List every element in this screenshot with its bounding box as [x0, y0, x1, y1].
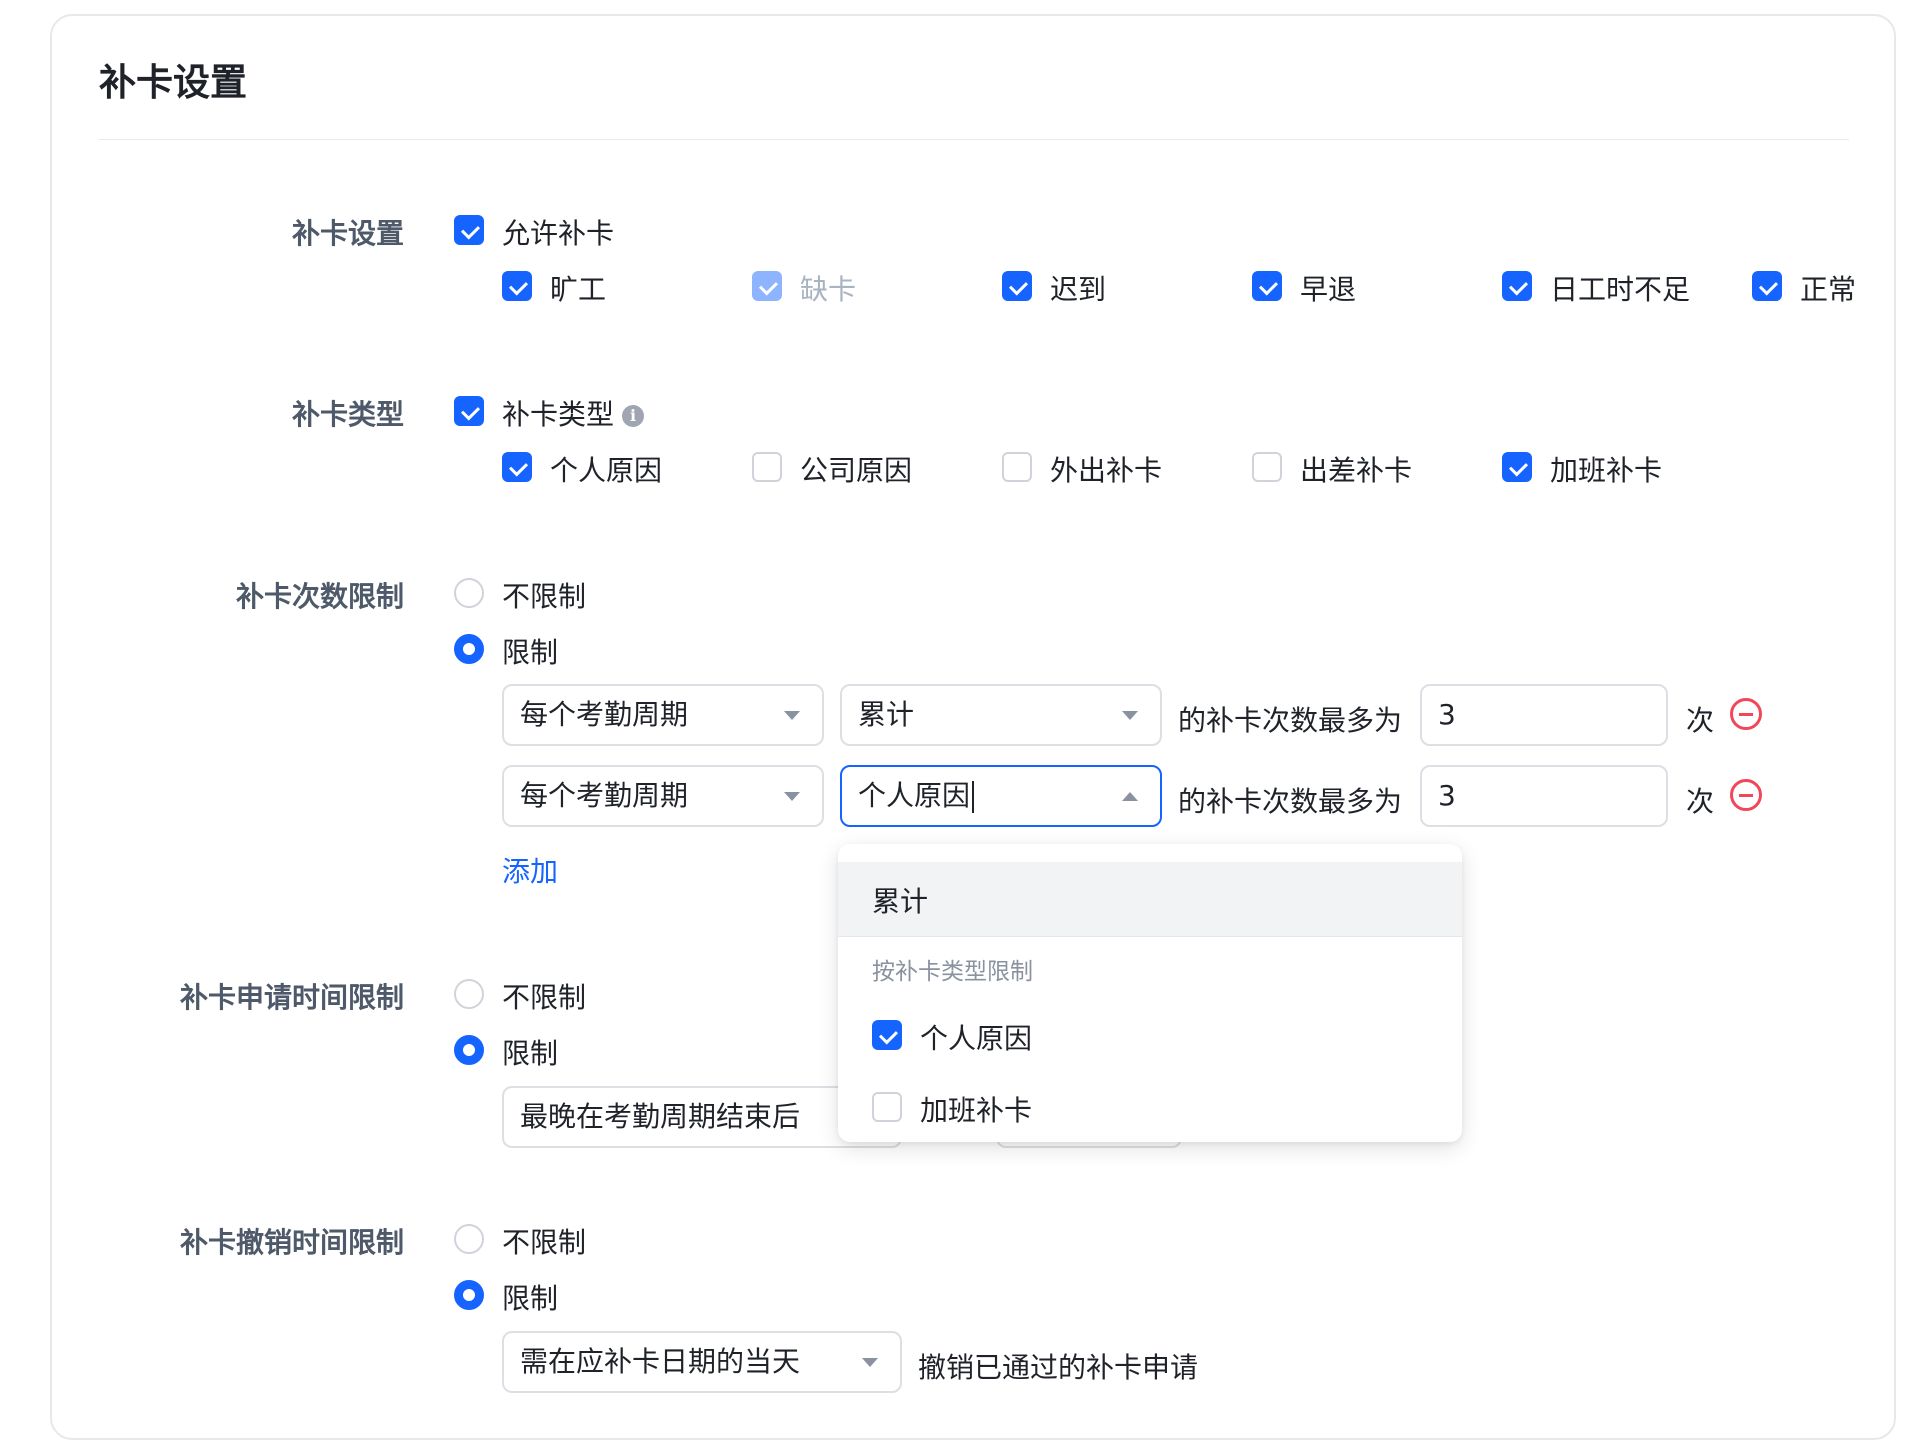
rule1-count-input[interactable]: 3	[1420, 684, 1668, 746]
revoke-limit-radio-limited[interactable]	[454, 1280, 484, 1310]
chevron-down-icon	[784, 792, 800, 801]
count-limit-radio-unlimited[interactable]	[454, 578, 484, 608]
option-outing: 外出补卡	[1050, 454, 1163, 487]
section-label-count-limit: 补卡次数限制	[235, 580, 404, 613]
rule1-period-value: 每个考勤周期	[520, 698, 689, 731]
chevron-down-icon	[862, 1358, 878, 1367]
apply-limit-limited-label: 限制	[502, 1037, 559, 1070]
checkbox-business-trip[interactable]	[1252, 452, 1282, 482]
section-label-apply-time-limit: 补卡申请时间限制	[179, 981, 404, 1014]
checkbox-normal[interactable]	[1752, 271, 1782, 301]
dropdown-divider	[838, 936, 1462, 937]
option-insufficient-hours: 日工时不足	[1550, 273, 1691, 306]
revoke-limit-value: 需在应补卡日期的当天	[520, 1345, 801, 1378]
rule2-period-select[interactable]: 每个考勤周期	[502, 765, 824, 827]
rule1-period-select[interactable]: 每个考勤周期	[502, 684, 824, 746]
chevron-down-icon	[1122, 711, 1138, 720]
checkbox-overtime[interactable]	[1502, 452, 1532, 482]
rule2-text: 的补卡次数最多为	[1178, 785, 1403, 818]
page-title: 补卡设置	[99, 61, 247, 104]
revoke-limit-select[interactable]: 需在应补卡日期的当天	[502, 1331, 902, 1393]
apply-limit-unlimited-label: 不限制	[502, 981, 587, 1014]
makeup-type-main-label: 补卡类型 i	[502, 393, 645, 433]
section-label-revoke-time-limit: 补卡撤销时间限制	[179, 1226, 404, 1259]
option-absent: 旷工	[550, 273, 607, 306]
makeup-type-text: 补卡类型	[502, 398, 615, 431]
rule2-period-value: 每个考勤周期	[520, 779, 689, 812]
option-missing-card: 缺卡	[800, 273, 857, 306]
option-company-reason: 公司原因	[800, 454, 913, 487]
section-label-makeup-type: 补卡类型	[291, 398, 404, 431]
checkbox-late[interactable]	[1002, 271, 1032, 301]
rule2-count-input[interactable]: 3	[1420, 765, 1668, 827]
rule2-type-select[interactable]: 个人原因	[840, 765, 1162, 827]
option-early-leave: 早退	[1300, 273, 1357, 306]
revoke-limit-radio-unlimited[interactable]	[454, 1224, 484, 1254]
apply-limit-radio-unlimited[interactable]	[454, 979, 484, 1009]
dropdown-item-cumulative-label: 累计	[872, 885, 929, 918]
rule2-remove-icon[interactable]	[1730, 779, 1762, 811]
count-limit-unlimited-label: 不限制	[502, 580, 587, 613]
revoke-limit-unlimited-label: 不限制	[502, 1226, 587, 1259]
revoke-limit-suffix: 撤销已通过的补卡申请	[918, 1351, 1199, 1384]
section-label-makeup-setting: 补卡设置	[291, 217, 404, 250]
rule1-text: 的补卡次数最多为	[1178, 704, 1403, 737]
dropdown-checkbox-personal-reason[interactable]	[872, 1020, 902, 1050]
add-rule-link[interactable]: 添加	[502, 855, 559, 888]
option-business-trip: 出差补卡	[1300, 454, 1413, 487]
option-personal-reason: 个人原因	[550, 454, 663, 487]
option-overtime: 加班补卡	[1550, 454, 1663, 487]
allow-makeup-checkbox[interactable]	[454, 215, 484, 245]
count-limit-radio-limited[interactable]	[454, 634, 484, 664]
checkbox-absent[interactable]	[502, 271, 532, 301]
option-normal: 正常	[1800, 273, 1857, 306]
checkbox-insufficient-hours[interactable]	[1502, 271, 1532, 301]
apply-limit-value: 最晚在考勤周期结束后	[520, 1100, 801, 1133]
rule1-type-value: 累计	[858, 698, 915, 731]
rule2-unit: 次	[1686, 785, 1715, 818]
revoke-limit-limited-label: 限制	[502, 1282, 559, 1315]
checkbox-outing[interactable]	[1002, 452, 1032, 482]
rule2-type-value: 个人原因	[858, 779, 971, 812]
checkbox-early-leave[interactable]	[1252, 271, 1282, 301]
checkbox-company-reason[interactable]	[752, 452, 782, 482]
makeup-type-checkbox[interactable]	[454, 396, 484, 426]
rule1-unit: 次	[1686, 704, 1715, 737]
checkbox-personal-reason[interactable]	[502, 452, 532, 482]
chevron-down-icon	[784, 711, 800, 720]
rule1-type-select[interactable]: 累计	[840, 684, 1162, 746]
title-divider	[99, 139, 1849, 140]
dropdown-item-personal-reason: 个人原因	[920, 1022, 1033, 1055]
apply-limit-select[interactable]: 最晚在考勤周期结束后	[502, 1086, 902, 1148]
type-dropdown-menu: 累计 按补卡类型限制 个人原因 加班补卡	[838, 844, 1462, 1142]
info-icon[interactable]: i	[622, 405, 645, 427]
dropdown-checkbox-overtime[interactable]	[872, 1092, 902, 1122]
dropdown-item-cumulative[interactable]	[838, 862, 1462, 936]
dropdown-item-overtime: 加班补卡	[920, 1094, 1033, 1127]
apply-limit-radio-limited[interactable]	[454, 1035, 484, 1065]
option-late: 迟到	[1050, 273, 1107, 306]
allow-makeup-label: 允许补卡	[502, 217, 615, 250]
count-limit-limited-label: 限制	[502, 636, 559, 669]
dropdown-group-title: 按补卡类型限制	[872, 959, 1033, 985]
chevron-up-icon	[1122, 792, 1138, 801]
checkbox-missing-card	[752, 271, 782, 301]
rule1-remove-icon[interactable]	[1730, 698, 1762, 730]
text-cursor	[972, 781, 975, 813]
